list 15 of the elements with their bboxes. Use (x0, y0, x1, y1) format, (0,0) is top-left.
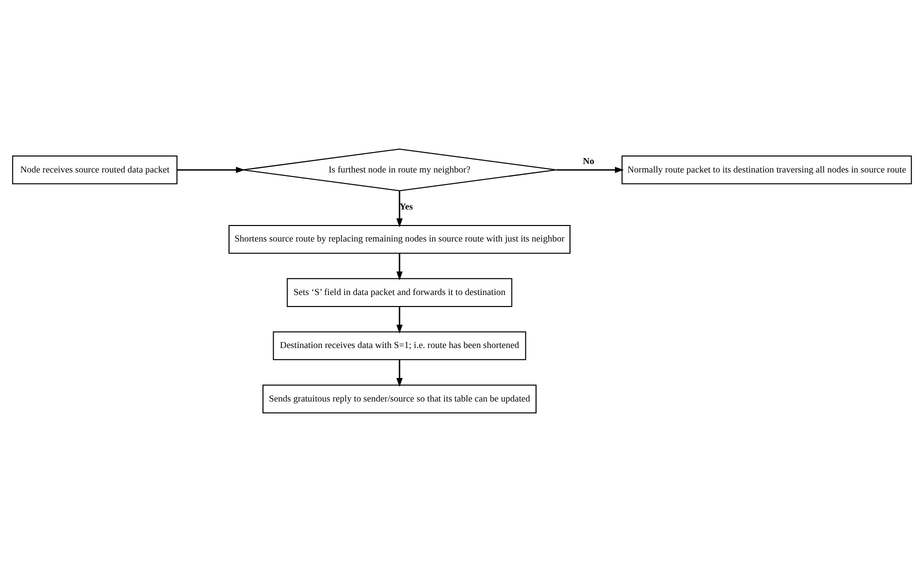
arrow (396, 252, 402, 280)
arrow (396, 190, 402, 227)
edge-label: Yes (399, 202, 412, 212)
node-box: Node receives source routed data packet (12, 155, 177, 184)
node-box: Normally route packet to its destination traversing all nodes in source route (621, 155, 912, 184)
node-diamond: Is furthest node in route my neighbor? (242, 148, 556, 191)
arrow (396, 359, 402, 386)
arrow (176, 166, 244, 173)
node-box: Destination receives data with S=1; i.e. route has been shortened (272, 330, 526, 360)
node-box: Shortens source route by replacing remaining nodes in source route with just its neighbor (228, 224, 570, 254)
arrow (556, 166, 624, 173)
node-box: Sets ‘S’ field in data packet and forwards it to destination (286, 278, 512, 306)
node-box: Sends gratuitous reply to sender/source so that its table can be updated (262, 384, 536, 413)
arrow (396, 306, 402, 334)
edge-label: No (582, 156, 594, 167)
